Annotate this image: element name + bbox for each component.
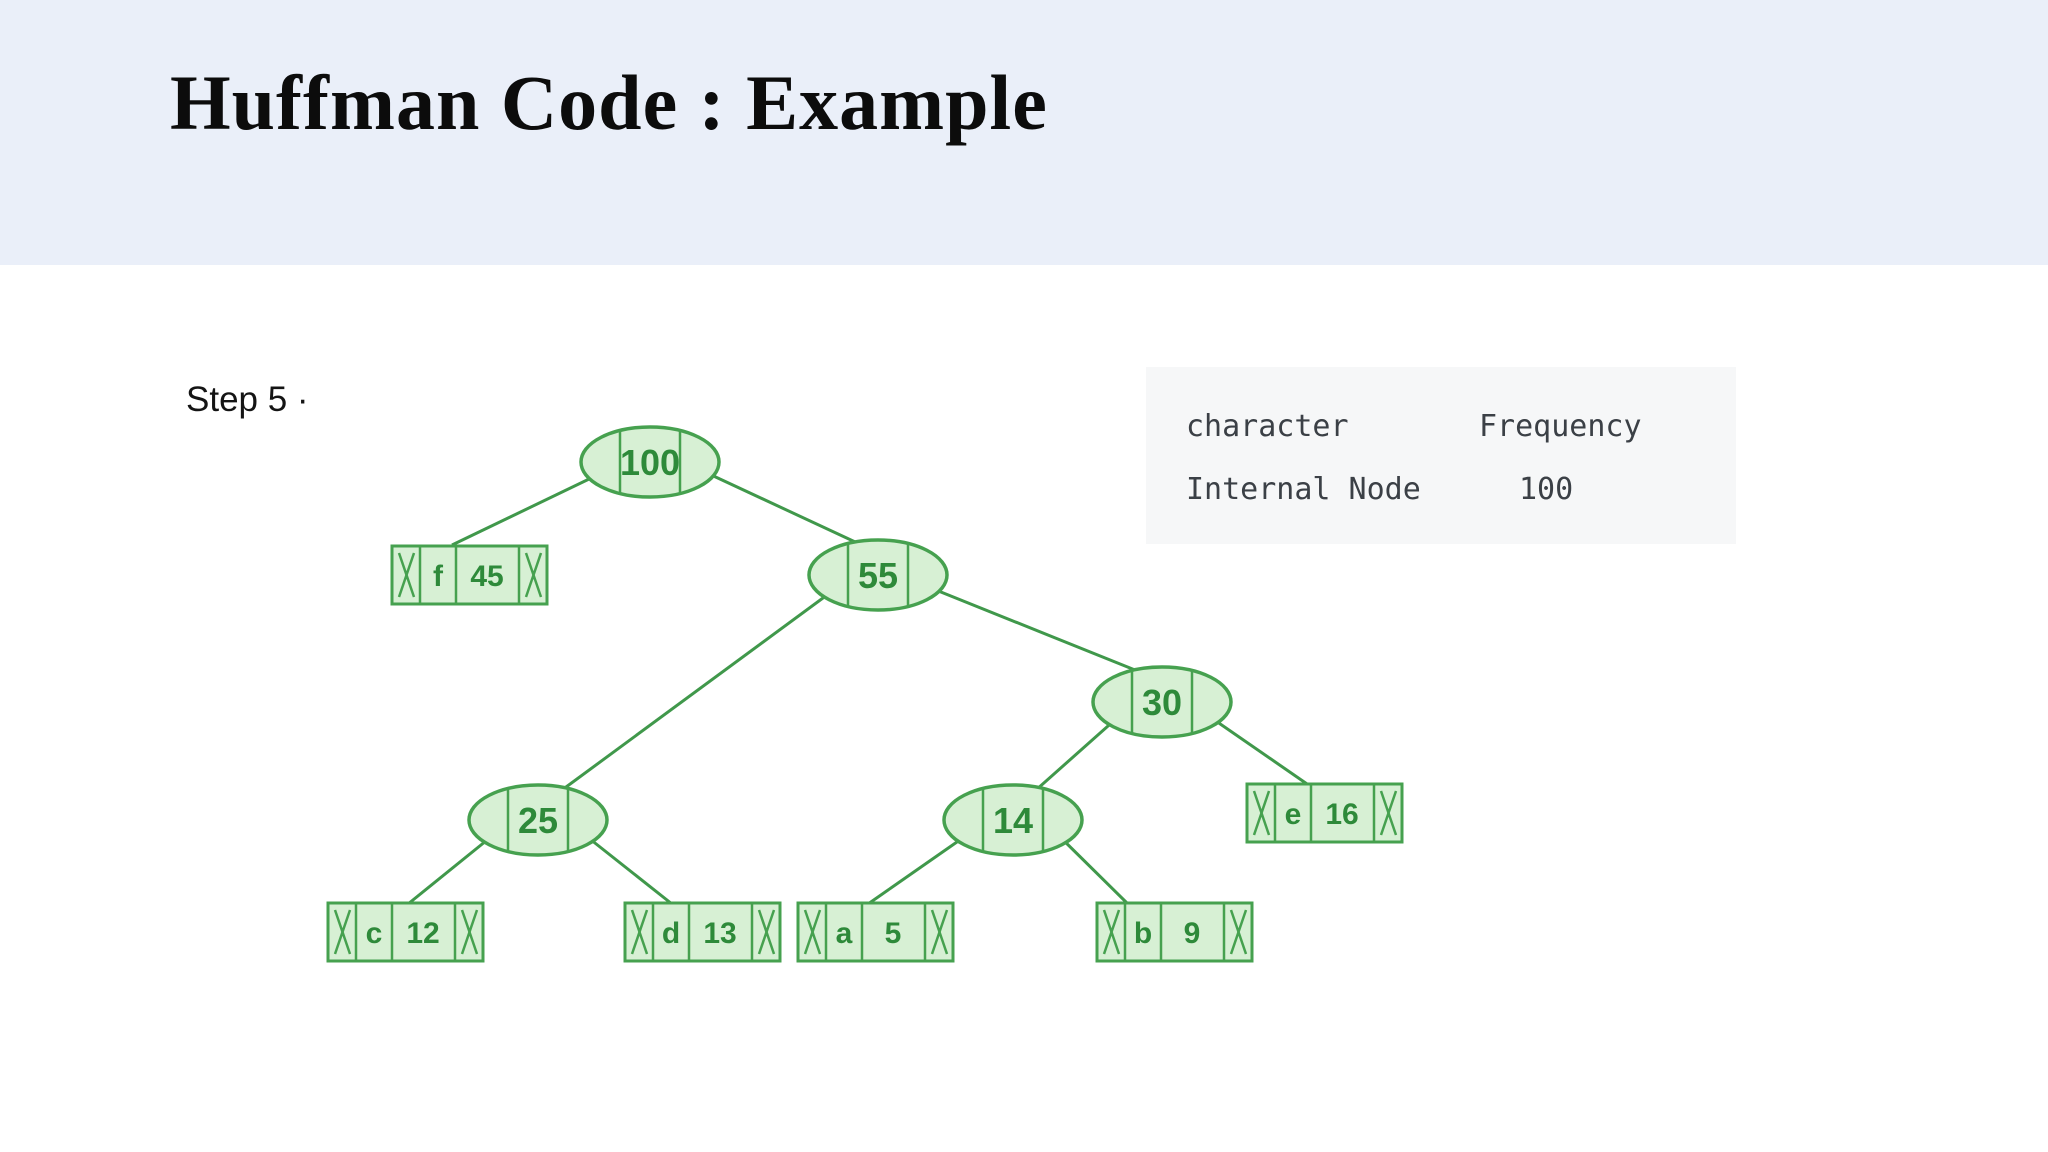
node-ellipse [467,783,609,857]
internal-node-25: 25 [467,783,609,857]
node-value: 14 [993,800,1033,841]
null-pointer-icon [460,909,479,955]
column-header-character: character [1186,409,1349,444]
null-pointer-icon [803,909,822,955]
leaf-node-e: e 16 [1245,782,1404,844]
leaf-char: b [1134,917,1152,950]
column-header-frequency: Frequency [1479,409,1642,444]
leaf-node-a: a 5 [796,901,955,963]
internal-node-100: 100 [579,425,721,499]
leaf-freq: 5 [885,917,902,950]
leaf-node-f: f 45 [390,544,549,606]
leaf-freq: 16 [1325,798,1358,831]
null-pointer-icon [630,909,649,955]
null-pointer-icon [1379,790,1398,836]
edge-55-to-25 [561,582,843,792]
frequency-table: character Frequency Internal Node 100 [1146,367,1736,544]
null-pointer-icon [1102,909,1121,955]
node-ellipse [942,783,1084,857]
internal-node-14: 14 [942,783,1084,857]
node-value: 100 [620,442,680,483]
leaf-freq: 12 [406,917,439,950]
edge-55-to-30 [915,580,1141,674]
null-pointer-icon [1252,790,1271,836]
node-ellipse [807,538,949,612]
step-label: Step 5 · [186,380,309,419]
leaf-rect [390,544,549,606]
null-pointer-icon [524,552,543,598]
table-row: Internal Node 100 [1186,472,1736,507]
leaf-char: a [836,917,853,950]
node-value: 25 [518,800,558,841]
leaf-rect [796,901,955,963]
leaf-node-d: d 13 [623,901,782,963]
leaf-char: f [433,560,444,593]
null-pointer-icon [1229,909,1248,955]
leaf-node-b: b 9 [1095,901,1254,963]
null-pointer-icon [757,909,776,955]
null-pointer-icon [397,552,416,598]
node-value: 55 [858,555,898,596]
leaf-char: e [1285,798,1302,831]
leaf-rect [326,901,485,963]
node-ellipse [579,425,721,499]
null-pointer-icon [333,909,352,955]
node-value: 30 [1142,682,1182,723]
leaf-freq: 45 [470,560,503,593]
leaf-char: c [366,917,383,950]
node-ellipse [1091,665,1233,739]
internal-node-30: 30 [1091,665,1233,739]
edge-root-to-f [451,466,613,547]
leaf-freq: 13 [703,917,736,950]
leaf-rect [1245,782,1404,844]
leaf-freq: 9 [1184,917,1201,950]
leaf-rect [623,901,782,963]
leaf-rect [1095,901,1254,963]
cell-character: Internal Node [1186,472,1421,507]
edge-root-to-55 [691,464,867,549]
header-band: Huffman Code : Example [0,0,2048,265]
frequency-table-header-row: character Frequency [1186,409,1736,444]
page-title: Huffman Code : Example [170,59,1048,146]
null-pointer-icon [930,909,949,955]
cell-frequency: 100 [1519,472,1574,507]
internal-node-55: 55 [807,538,949,612]
leaf-char: d [662,917,680,950]
leaf-node-c: c 12 [326,901,485,963]
